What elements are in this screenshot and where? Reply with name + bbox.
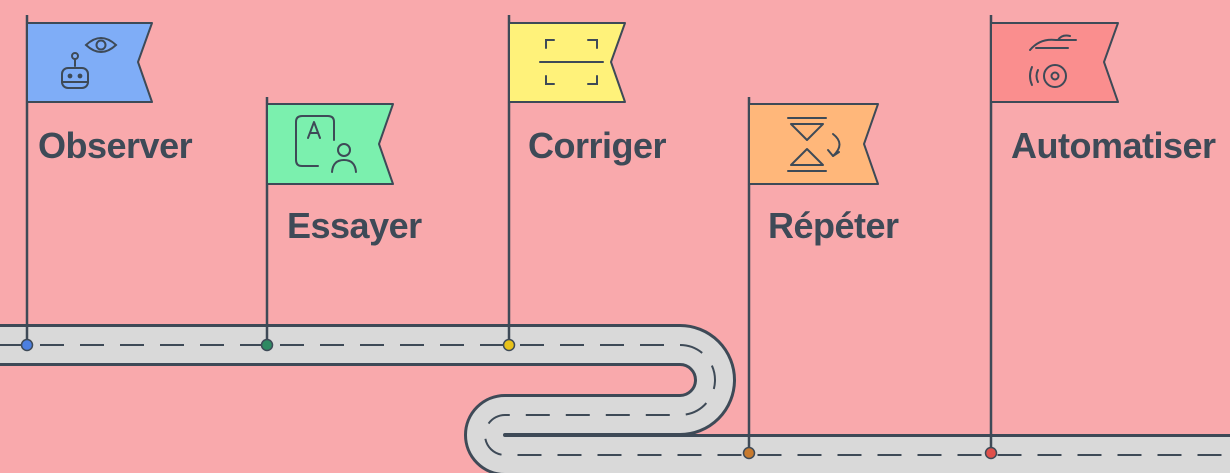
step-label-repeter: Répéter xyxy=(768,205,899,246)
flag-banner xyxy=(26,22,153,103)
robot-eye-icon xyxy=(61,37,118,89)
milestone-dot xyxy=(260,338,274,352)
milestone-essayer xyxy=(260,97,394,352)
milestone-dot xyxy=(502,338,516,352)
milestone-automatiser xyxy=(984,15,1119,460)
step-label-essayer: Essayer xyxy=(287,205,422,246)
milestone-dot xyxy=(742,446,756,460)
road-centerline xyxy=(0,344,1230,456)
step-label-corriger: Corriger xyxy=(528,125,667,166)
milestone-corriger xyxy=(502,15,626,352)
road-surface xyxy=(0,327,1230,473)
document-person-icon xyxy=(295,115,357,173)
milestone-dot xyxy=(984,446,998,460)
flag-banner xyxy=(748,103,879,185)
milestone-dot xyxy=(20,338,34,352)
winding-road xyxy=(0,324,1230,473)
milestone-observer xyxy=(20,15,153,352)
scan-frame-icon xyxy=(539,39,604,85)
flag-banner xyxy=(990,22,1119,103)
milestone-repeter xyxy=(742,97,879,460)
step-label-automatiser: Automatiser xyxy=(1011,125,1216,166)
hourglass-cycle-icon xyxy=(787,117,841,172)
hand-disc-icon xyxy=(1029,34,1077,88)
step-label-observer: Observer xyxy=(38,125,193,166)
